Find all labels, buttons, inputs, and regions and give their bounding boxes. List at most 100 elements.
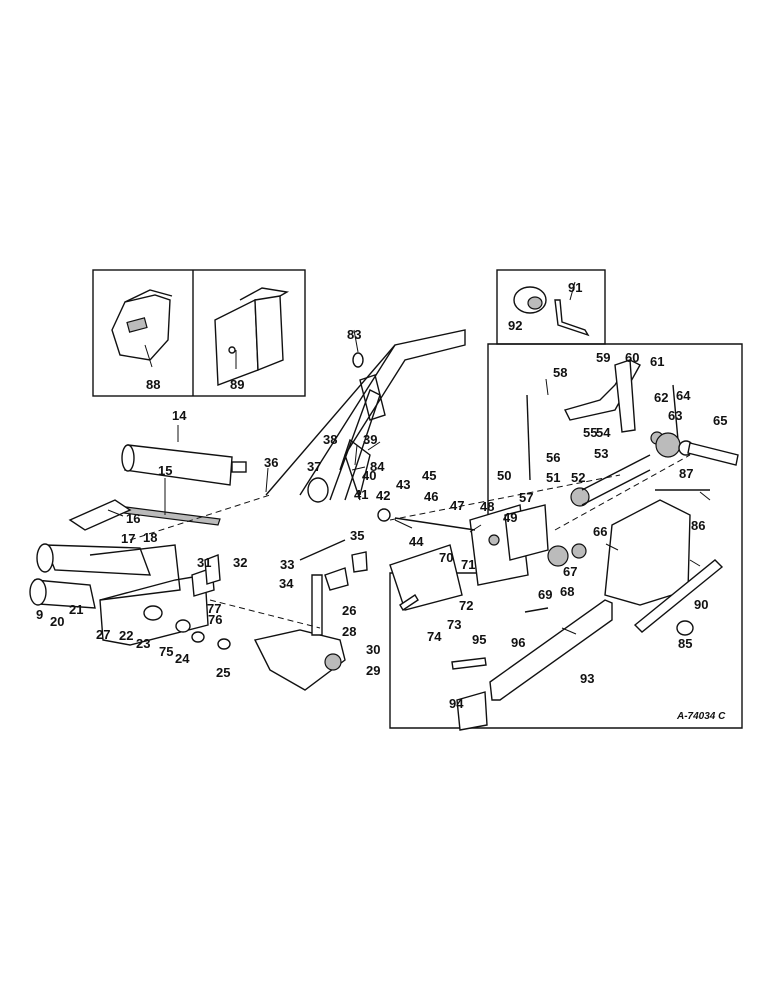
part-28-sprocket [324, 653, 342, 671]
part-57-rod [526, 394, 531, 481]
callout: 54 [596, 425, 611, 440]
callout: 45 [422, 468, 436, 483]
callout: 92 [508, 318, 522, 333]
callout: 74 [427, 629, 442, 644]
part-23-bearing [175, 619, 191, 633]
callout: 63 [668, 408, 682, 423]
callout: 51 [546, 470, 560, 485]
callout: 14 [172, 408, 187, 423]
callout: 88 [146, 377, 160, 392]
callout: 53 [594, 446, 608, 461]
part-22-bearing [143, 605, 163, 621]
callout: 83 [347, 327, 361, 342]
part-96-bar [524, 607, 549, 613]
guide-line [554, 454, 691, 531]
callout: 90 [694, 597, 708, 612]
shaft-45 [394, 517, 476, 531]
callout: 42 [376, 488, 390, 503]
callout: 73 [447, 617, 461, 632]
part-95-bar [451, 657, 487, 670]
callout: 21 [69, 602, 83, 617]
part-91-angle-bracket [554, 299, 590, 337]
part-88-shield [111, 289, 173, 361]
callout: 24 [175, 651, 190, 666]
guide-line [129, 494, 271, 541]
part-35-block [351, 551, 368, 573]
part-26-post [311, 574, 323, 636]
callout: 9 [36, 607, 43, 622]
callout: 72 [459, 598, 473, 613]
inset-box-88-89 [92, 269, 306, 397]
callout: 68 [560, 584, 574, 599]
callout: 39 [363, 432, 377, 447]
part-66-housing [604, 499, 691, 606]
callout: 22 [119, 628, 133, 643]
callout: 26 [342, 603, 356, 618]
part-74-bar [399, 594, 419, 611]
callout: 93 [580, 671, 594, 686]
callout: 41 [354, 487, 368, 502]
callout: 31 [197, 555, 211, 570]
callout-labels: 9 14 15 16 17 18 20 21 22 23 24 25 26 27… [36, 280, 727, 711]
callout: 86 [691, 518, 705, 533]
callout: 67 [563, 564, 577, 579]
part-26-shoe [253, 629, 346, 691]
callout: 37 [307, 459, 321, 474]
callout: 59 [596, 350, 610, 365]
part-51-sprocket [570, 487, 590, 507]
part-68-sprocket [547, 545, 569, 567]
callout: 62 [654, 390, 668, 405]
callout: 36 [264, 455, 278, 470]
part-18-frame [89, 544, 181, 601]
part-25-bearing [217, 638, 231, 650]
callout: 69 [538, 587, 552, 602]
callout: 34 [279, 576, 294, 591]
part-34-shield [324, 567, 349, 591]
part-33-chain [299, 539, 346, 561]
callout: 75 [159, 644, 173, 659]
callout: 43 [396, 477, 410, 492]
drawing-code: A-74034 C [676, 711, 726, 722]
callout: 64 [676, 388, 691, 403]
callout: 40 [362, 468, 376, 483]
frame-arm-40 [265, 329, 466, 501]
part-94-plate [456, 691, 488, 731]
part-60-bracket [614, 359, 636, 433]
callout: 71 [461, 557, 475, 572]
part-93-guard [489, 599, 613, 701]
part-89-bracket [214, 287, 290, 386]
part-24-bearing [191, 631, 205, 643]
leader-lines [107, 281, 711, 635]
callout: 23 [136, 636, 150, 651]
part-16-plate [68, 499, 132, 531]
callout: 28 [342, 624, 356, 639]
part-43-collar [377, 508, 391, 522]
part-14-roller [121, 444, 247, 486]
callout: 57 [519, 490, 533, 505]
callout: 76 [208, 612, 222, 627]
part-85-bar [633, 559, 724, 633]
callout: 49 [503, 510, 517, 525]
callout: 50 [497, 468, 511, 483]
callout: 29 [366, 663, 380, 678]
part-67-sprocket [571, 543, 587, 559]
part-90-roller [676, 620, 694, 636]
callout: 17 [121, 531, 135, 546]
callout: 60 [625, 350, 639, 365]
callout: 77 [207, 601, 221, 616]
callout: 27 [96, 627, 110, 642]
callout: 85 [678, 636, 692, 651]
part-61-chain [672, 384, 679, 441]
callout: 32 [233, 555, 247, 570]
callout: 56 [546, 450, 560, 465]
callout: 48 [480, 499, 494, 514]
part-48-collar [488, 534, 500, 546]
callout: 89 [230, 377, 244, 392]
callout: 33 [280, 557, 294, 572]
part-65-shaft [687, 442, 739, 466]
part-52-chain [581, 454, 651, 506]
callout: 87 [679, 466, 693, 481]
callout: 15 [158, 463, 172, 478]
part-38-hub [307, 477, 329, 503]
